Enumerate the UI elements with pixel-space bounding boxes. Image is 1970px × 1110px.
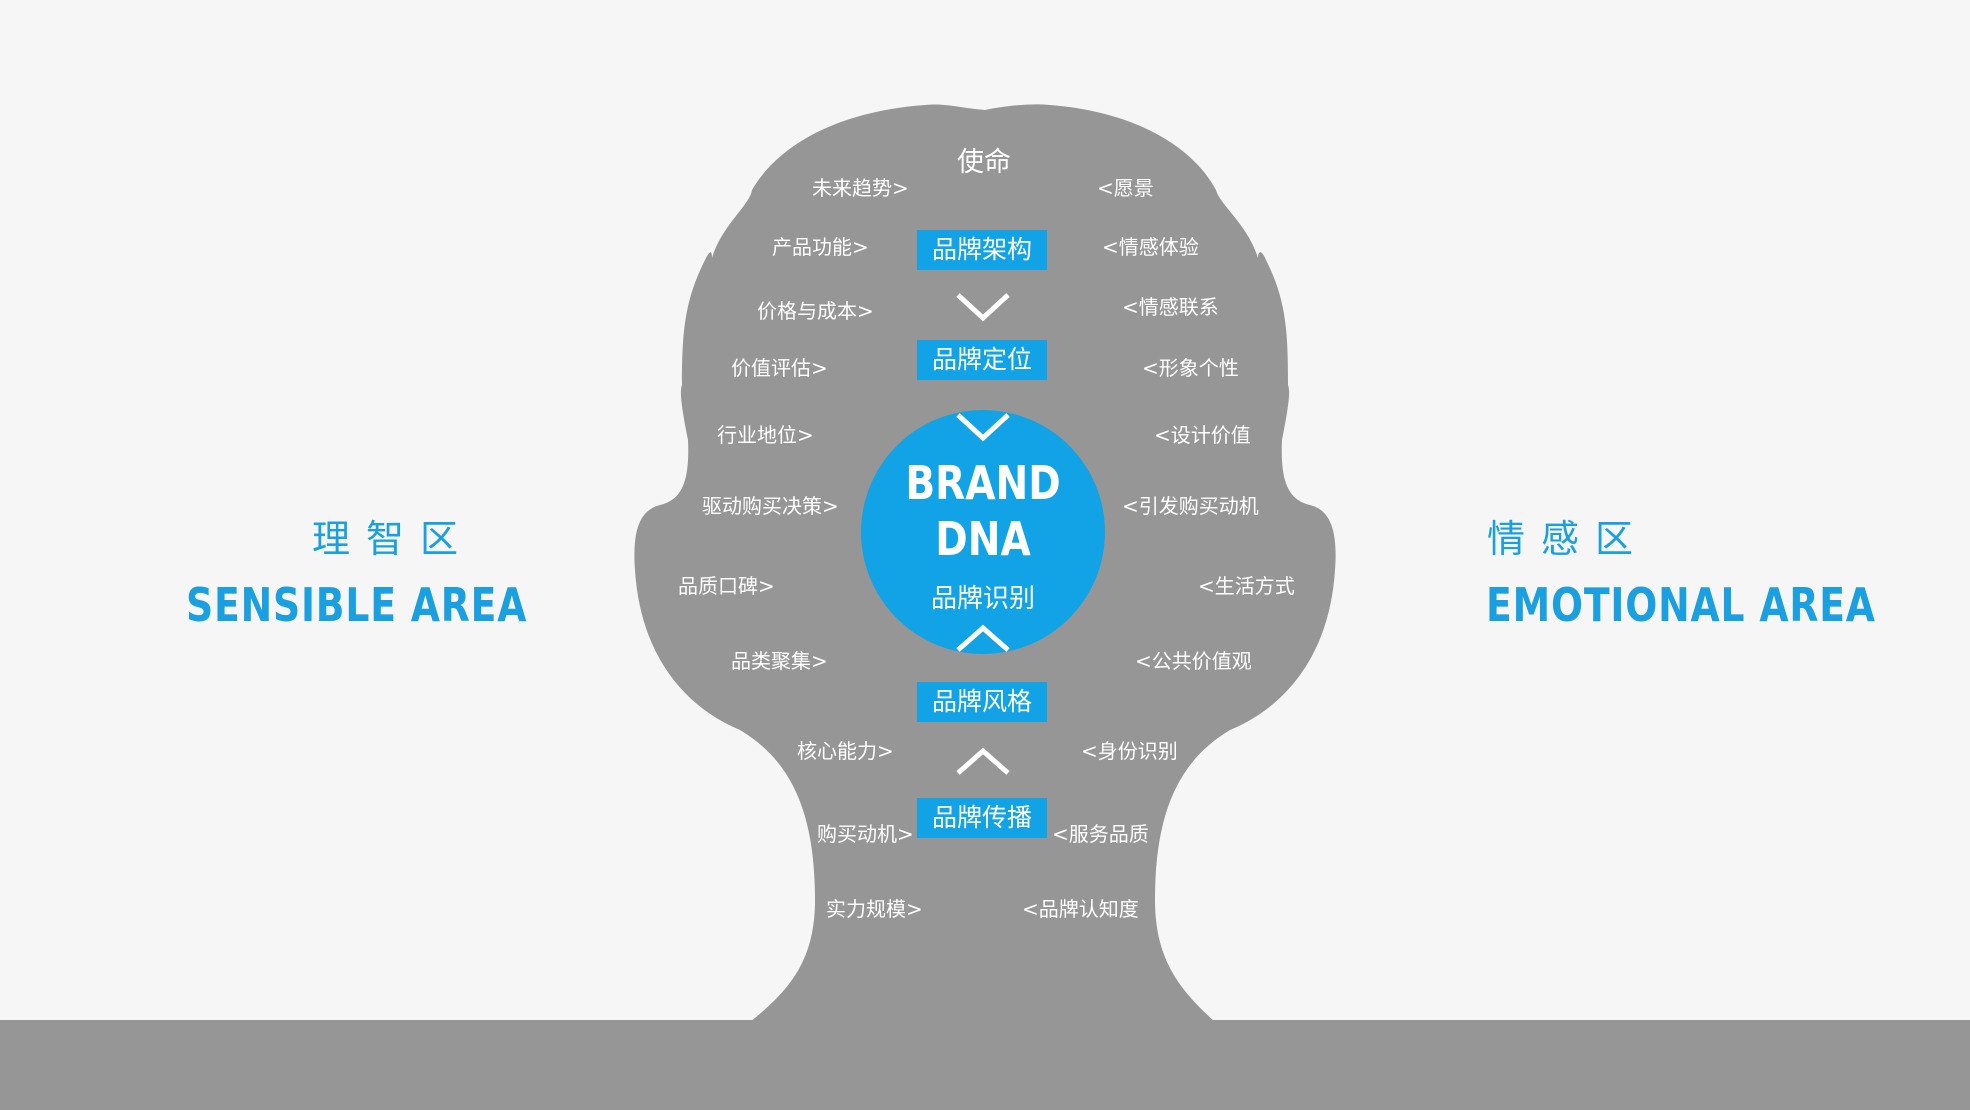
chevron-down-icon	[956, 293, 1010, 322]
brand-identity-label: 品牌识别	[930, 584, 1035, 614]
right-label: <设计价值	[1154, 423, 1251, 447]
chevron-up-icon	[956, 624, 1010, 652]
right-label: <形象个性	[1142, 356, 1239, 380]
left-label: 价格与成本>	[757, 299, 874, 323]
right-label: <服务品质	[1052, 822, 1149, 846]
left-label: 未来趋势>	[812, 176, 909, 200]
dna-title: DNA	[935, 512, 1031, 566]
left-label: 价值评估>	[731, 356, 828, 380]
right-label: <愿景	[1097, 176, 1154, 200]
box-brand-communication: 品牌传播	[917, 798, 1047, 838]
right-area-en-title: EMOTIONAL AREA	[1486, 578, 1876, 632]
mission-label: 使命	[957, 147, 1011, 178]
left-area-cn-title: 理智区	[312, 517, 475, 561]
left-label: 品类聚集>	[731, 649, 828, 673]
box-brand-architecture: 品牌架构	[917, 230, 1047, 270]
right-label: <情感联系	[1122, 295, 1219, 319]
right-label: <情感体验	[1102, 235, 1199, 259]
left-label: 实力规模>	[826, 897, 923, 921]
left-label: 驱动购买决策>	[702, 494, 839, 518]
chevron-down-icon	[956, 413, 1010, 442]
right-label: <生活方式	[1198, 574, 1295, 598]
right-label: <公共价值观	[1135, 649, 1252, 673]
chevron-up-icon	[956, 747, 1010, 775]
box-brand-style: 品牌风格	[917, 682, 1047, 722]
left-label: 产品功能>	[772, 235, 869, 259]
right-area-cn-title: 情感区	[1487, 517, 1650, 561]
left-area-en-title: SENSIBLE AREA	[186, 578, 528, 632]
right-label: <引发购买动机	[1122, 494, 1259, 518]
right-label: <品牌认知度	[1022, 897, 1139, 921]
box-brand-positioning: 品牌定位	[917, 340, 1047, 380]
brand-title: BRAND	[905, 456, 1061, 510]
left-label: 品质口碑>	[678, 574, 775, 598]
right-label: <身份识别	[1081, 739, 1178, 763]
brand-dna-circle	[861, 410, 1105, 654]
left-label: 购买动机>	[817, 822, 914, 846]
ground-bar	[0, 1020, 1970, 1110]
left-label: 核心能力>	[797, 739, 894, 763]
left-label: 行业地位>	[717, 423, 814, 447]
